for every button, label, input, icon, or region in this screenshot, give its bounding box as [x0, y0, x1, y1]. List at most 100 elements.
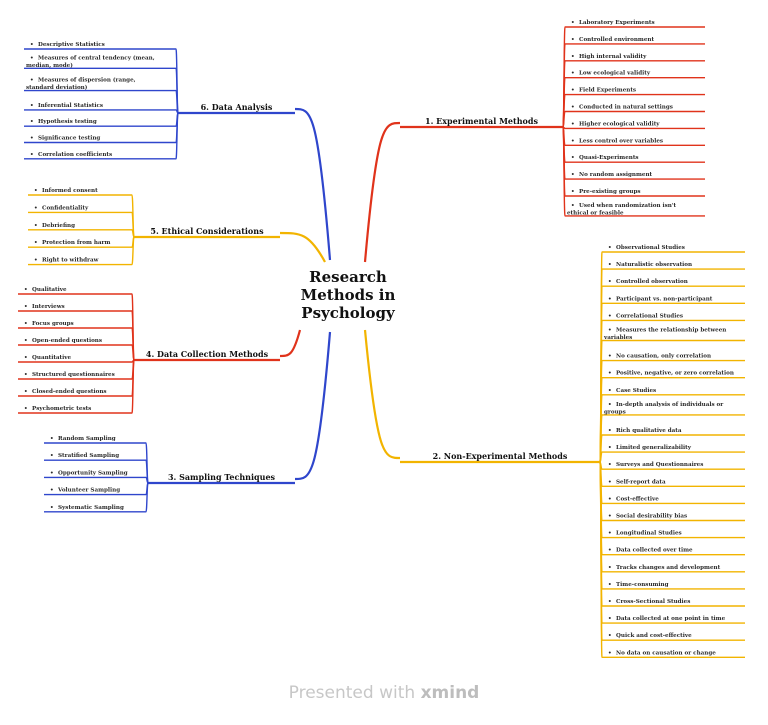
bullet-icon: • [571, 189, 575, 195]
leaf-label: Right to withdraw [42, 258, 99, 264]
bullet-icon: • [50, 436, 54, 442]
leaf-topic[interactable]: •Surveys and Questionnaires [599, 461, 745, 470]
bullet-icon: • [571, 105, 575, 111]
leaf-connector [131, 236, 135, 266]
leaf-topic[interactable]: • Correlation coefficients [24, 112, 179, 160]
leaf-label: No causation, only correlation [616, 354, 711, 360]
branch-label[interactable]: 3. Sampling Techniques [168, 472, 276, 482]
branch-connector [294, 107, 332, 261]
leaf-topic[interactable]: •Inferential Statistics [24, 103, 179, 114]
leaf-label: median, mode) [26, 62, 73, 69]
branch-label[interactable]: 6. Data Analysis [201, 102, 273, 112]
branch-connector [279, 329, 302, 358]
leaf-topic[interactable]: • Limited generalizability [599, 445, 745, 463]
branch-connector [294, 331, 332, 481]
leaf-label: Systematic Sampling [58, 505, 124, 511]
leaf-topic[interactable]: • Confidentiality [28, 205, 135, 238]
leaf-label: standard deviation) [26, 84, 88, 91]
leaf-label: Observational Studies [616, 245, 685, 251]
leaf-label: Psychometric tests [32, 406, 91, 412]
leaf-label: Naturalistic observation [616, 262, 692, 268]
leaf-label: No random assignment [579, 172, 653, 178]
leaf-topic[interactable]: •Hypothesis testing [24, 112, 179, 127]
leaf-label: variables [603, 335, 632, 341]
leaf-topic[interactable]: •No random assignment [562, 126, 705, 180]
central-topic-line: Methods in [301, 286, 396, 304]
leaf-label: Participant vs. non-participant [616, 296, 713, 302]
leaf-label: Confidentiality [42, 205, 89, 211]
branch-label[interactable]: 1. Experimental Methods [425, 116, 538, 126]
leaf-label: ethical or feasible [567, 210, 624, 216]
central-topic-line: Psychology [301, 304, 396, 322]
leaf-label: Significance testing [38, 136, 100, 142]
leaf-topic[interactable]: • Interviews [18, 304, 135, 361]
leaf-topic[interactable]: •Closed-ended questions [18, 359, 135, 397]
bullet-icon: • [24, 304, 28, 310]
watermark-brand: xmind [420, 683, 480, 703]
bullet-icon: • [34, 205, 38, 211]
bullet-icon: • [571, 121, 575, 127]
bullet-icon: • [34, 188, 38, 194]
watermark: Presented with xmind [0, 683, 768, 703]
leaf-topic[interactable]: •Opportunity Sampling [44, 470, 149, 484]
leaf-topic[interactable]: •Protection from harm [28, 236, 135, 248]
leaf-label: Stratified Sampling [58, 453, 119, 459]
bullet-icon: • [608, 428, 612, 434]
branch-label[interactable]: 4. Data Collection Methods [146, 349, 269, 359]
leaf-label: Interviews [32, 304, 65, 310]
leaf-label: Time-consuming [616, 582, 669, 588]
bullet-icon: • [608, 548, 612, 554]
leaf-label: Correlation coefficients [38, 152, 112, 158]
leaf-topic[interactable]: • Systematic Sampling [44, 482, 149, 513]
branch-label[interactable]: 2. Non-Experimental Methods [433, 451, 568, 461]
leaf-label: Focus groups [32, 321, 74, 327]
bullet-icon: • [571, 88, 575, 94]
bullet-icon: • [24, 406, 28, 412]
leaf-label: groups [604, 409, 626, 415]
leaf-topic[interactable]: •Controlled environment [562, 37, 705, 128]
bullet-icon: • [608, 445, 612, 451]
leaf-label: Data collected at one point in time [616, 616, 726, 622]
leaf-topic[interactable]: •Quantitative [18, 355, 135, 363]
leaf-label: Cross-Sectional Studies [616, 599, 690, 605]
bullet-icon: • [30, 136, 34, 142]
leaf-connector [131, 359, 135, 414]
leaf-topic[interactable]: • No data on causation or change [599, 461, 745, 658]
leaf-label: Higher ecological validity [579, 121, 660, 127]
leaf-label: Longitudinal Studies [616, 531, 682, 537]
leaf-label: Limited generalizability [616, 445, 692, 451]
leaf-label: Opportunity Sampling [58, 470, 128, 476]
leaf-topic[interactable]: • Right to withdraw [28, 236, 135, 266]
bullet-icon: • [608, 402, 612, 408]
leaf-topic[interactable]: •Social desirability bias [599, 461, 745, 522]
leaf-topic[interactable]: •Volunteer Sampling [44, 482, 149, 496]
leaf-topic[interactable]: •Less control over variables [562, 126, 705, 147]
leaf-topic[interactable]: • Higher ecological validity [562, 121, 705, 130]
leaf-topic[interactable]: •Data collected over time [599, 461, 745, 556]
leaf-topic[interactable]: •Structured questionnaires [18, 359, 135, 380]
leaf-label: Positive, negative, or zero correlation [616, 371, 734, 377]
leaf-label: No data on causation or change [616, 650, 716, 656]
bullet-icon: • [34, 258, 38, 264]
leaf-label: Surveys and Questionnaires [616, 462, 703, 468]
leaf-label: In-depth analysis of individuals or [616, 402, 723, 408]
leaf-topic[interactable]: • Significance testing [24, 112, 179, 144]
bullet-icon: • [608, 296, 612, 302]
leaf-label: Closed-ended questions [32, 389, 107, 395]
bullet-icon: • [50, 505, 54, 511]
bullet-icon: • [608, 479, 612, 485]
leaf-label: Controlled observation [616, 279, 688, 285]
leaf-topic[interactable]: •Stratified Sampling [44, 453, 149, 484]
leaf-topic[interactable]: • Participant vs. non-participant [599, 296, 745, 463]
leaf-label: Volunteer Sampling [57, 488, 120, 494]
leaf-topic[interactable]: •Low ecological validity [562, 71, 705, 128]
bullet-icon: • [24, 338, 28, 344]
bullet-icon: • [608, 354, 612, 360]
leaf-topic[interactable]: •Debriefing [28, 223, 135, 238]
bullet-icon: • [608, 514, 612, 520]
leaf-topic[interactable]: • Psychometric tests [18, 359, 135, 414]
branch-label[interactable]: 5. Ethical Considerations [150, 226, 264, 236]
bullet-icon: • [608, 371, 612, 377]
